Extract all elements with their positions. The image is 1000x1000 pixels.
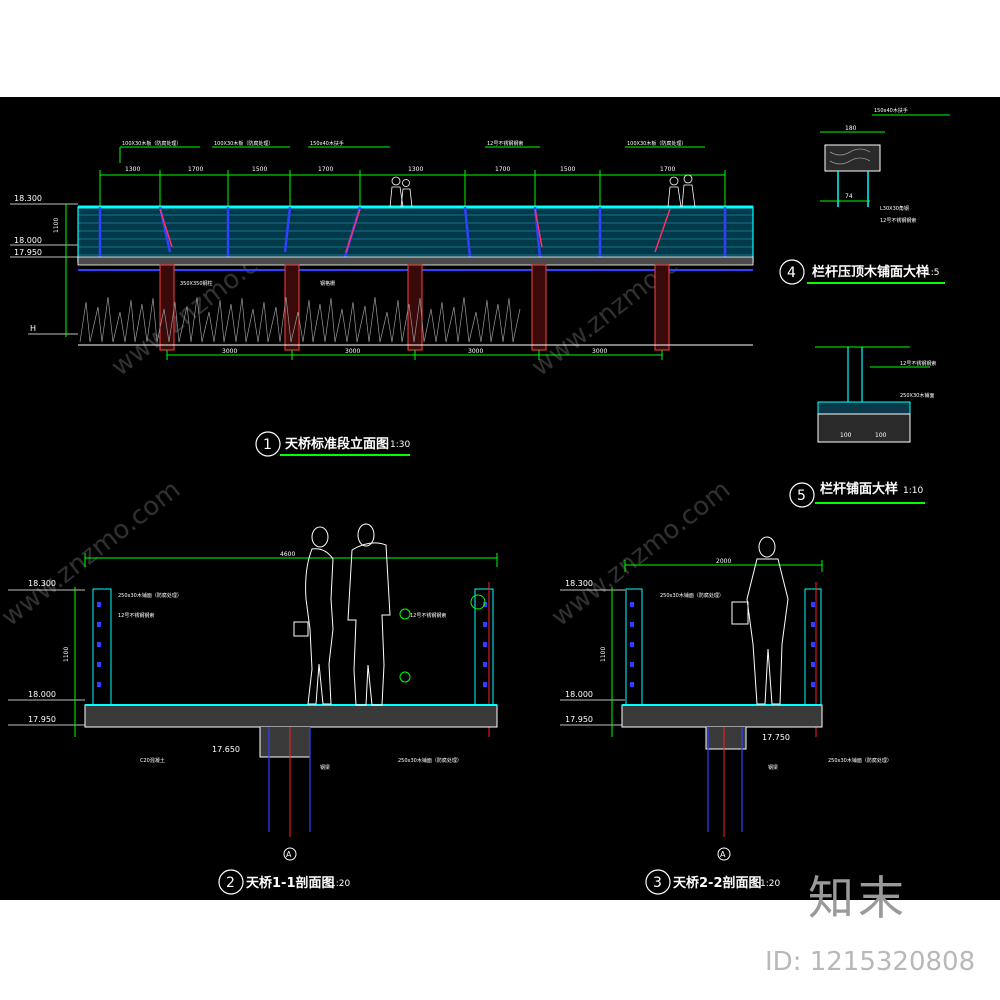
deck-slab bbox=[77, 256, 754, 266]
detail-note: 150x40木扶手 bbox=[874, 107, 908, 114]
drawing-scale: 1:30 bbox=[390, 440, 410, 450]
railing-body bbox=[77, 206, 754, 263]
elevation-note: 100X30木板（防腐处理） bbox=[122, 140, 181, 147]
level-label: 17.950 bbox=[565, 715, 593, 724]
detail-note: L30X30角钢 bbox=[880, 205, 909, 212]
handrail-section bbox=[824, 144, 881, 172]
elevation-note: 150x40木扶手 bbox=[310, 140, 344, 147]
elevation-note: 12号不锈钢钢索 bbox=[487, 140, 523, 147]
level-label: 18.300 bbox=[565, 579, 593, 588]
grass-hatch bbox=[79, 296, 521, 343]
section-note: 250x30木铺面（防腐处理） bbox=[118, 592, 182, 599]
drawing-number: 1 bbox=[263, 437, 272, 453]
top-dimension: 1300 bbox=[408, 166, 423, 173]
level-label: 18.000 bbox=[28, 690, 56, 699]
bottom-dimension: 3000 bbox=[468, 348, 483, 355]
axis-label: A bbox=[720, 850, 726, 859]
level-label: 18.300 bbox=[14, 194, 42, 203]
height-dimension: 1100 bbox=[600, 647, 607, 662]
cad-drawing-svg: www.znzmo.com www.znzmo.com www.znzmo.co… bbox=[0, 107, 950, 895]
section-note: 钢梁 bbox=[768, 764, 778, 771]
section-1-1: 4600 18.300 18.000 17.950 1100 17.650 A … bbox=[8, 523, 498, 895]
level-label: 18.000 bbox=[14, 236, 42, 245]
section-note: 钢梁 bbox=[320, 764, 330, 771]
drawing-title: 天桥标准段立面图 bbox=[285, 436, 389, 452]
drawing-number: 2 bbox=[226, 875, 235, 891]
drawing-scale: 1:10 bbox=[903, 486, 923, 496]
detail-dimension: 74 bbox=[845, 193, 853, 200]
elevation-notes: 100X30木板（防腐处理） 100X30木板（防腐处理） 150x40木扶手 … bbox=[119, 140, 705, 163]
top-dimension-ticks bbox=[99, 170, 726, 207]
detail-note: 250X30木铺面 bbox=[900, 392, 934, 399]
section-note: C20混凝土 bbox=[140, 757, 165, 764]
drawing-title: 栏杆压顶木铺面大样 bbox=[812, 264, 929, 280]
drawing-title: 栏杆铺面大样 bbox=[820, 481, 898, 497]
column-note: 钢格栅 bbox=[320, 280, 335, 287]
height-dimension: 1100 bbox=[53, 218, 60, 233]
section-width-dimension: 4600 bbox=[280, 551, 295, 558]
detail-dimension: 180 bbox=[845, 125, 857, 132]
section-note: 12号不锈钢钢索 bbox=[410, 612, 446, 619]
elevation-drawing: 1300 1700 1500 1700 1300 1700 1500 1700 … bbox=[10, 140, 754, 457]
axis-label: A bbox=[286, 850, 292, 859]
height-dimension: 1100 bbox=[63, 647, 70, 662]
drawing-scale: 1:20 bbox=[330, 879, 350, 889]
elevation-title: 1 天桥标准段立面图 1:30 bbox=[255, 431, 410, 457]
level-label: 18.300 bbox=[28, 579, 56, 588]
top-dimension: 1300 bbox=[125, 166, 140, 173]
section-2-2: 2000 18.300 18.000 17.950 1100 17.750 A … bbox=[560, 536, 892, 895]
detail-4: 180 150x40木扶手 74 L30X30角钢 12号不锈钢钢索 4 栏杆压… bbox=[779, 107, 950, 285]
person-figure bbox=[731, 536, 789, 705]
bottom-dimension: 3000 bbox=[592, 348, 607, 355]
level-label: H bbox=[30, 324, 36, 333]
watermark-text: www.znzmo.com bbox=[546, 475, 736, 633]
bottom-dimension: 3000 bbox=[345, 348, 360, 355]
image-id-label: ID: 1215320808 bbox=[765, 947, 976, 977]
elevation-note: 100X30木板（防腐处理） bbox=[627, 140, 686, 147]
drawing-scale: 1:5 bbox=[925, 268, 939, 278]
brand-logo: 知末 bbox=[808, 871, 908, 925]
level-label: 17.950 bbox=[14, 248, 42, 257]
top-dimension: 1700 bbox=[318, 166, 333, 173]
person-figure bbox=[293, 523, 391, 706]
detail-dimension: 100 bbox=[875, 432, 887, 439]
elevation-levels: 18.300 18.000 17.950 H 1100 bbox=[10, 194, 78, 337]
level-label: 17.750 bbox=[762, 733, 790, 742]
top-dimension: 1500 bbox=[560, 166, 575, 173]
detail-note: 12号不锈钢钢索 bbox=[880, 217, 916, 224]
watermark-layer: www.znzmo.com www.znzmo.com www.znzmo.co… bbox=[0, 225, 736, 633]
section-note: 250x30木铺面（防腐处理） bbox=[660, 592, 724, 599]
elevation-note: 100X30木板（防腐处理） bbox=[214, 140, 273, 147]
drawing-number: 5 bbox=[797, 488, 806, 504]
detail-5: 12号不锈钢钢索 250X30木铺面 100 100 5 栏杆铺面大样 1:10 bbox=[789, 346, 936, 508]
detail-dimension: 100 bbox=[840, 432, 852, 439]
section-width-dimension: 2000 bbox=[716, 558, 731, 565]
drawing-title: 天桥1-1剖面图 bbox=[246, 875, 335, 891]
drawing-number: 4 bbox=[787, 265, 796, 281]
section-note: 250x30木铺面（防腐处理） bbox=[828, 757, 892, 764]
person-figure bbox=[389, 174, 696, 208]
level-label: 17.650 bbox=[212, 745, 240, 754]
top-dimension: 1700 bbox=[495, 166, 510, 173]
column-note: 350X350钢柱 bbox=[180, 280, 213, 287]
cad-drawing-canvas: www.znzmo.com www.znzmo.com www.znzmo.co… bbox=[0, 97, 1000, 900]
level-label: 18.000 bbox=[565, 690, 593, 699]
drawing-title: 天桥2-2剖面图 bbox=[673, 875, 762, 891]
section-note: 250x30木铺面（防腐处理） bbox=[398, 757, 462, 764]
detail-note: 12号不锈钢钢索 bbox=[900, 360, 936, 367]
support-columns bbox=[159, 264, 670, 351]
top-dimension: 1700 bbox=[660, 166, 675, 173]
bottom-dimension: 3000 bbox=[222, 348, 237, 355]
drawing-number: 3 bbox=[653, 875, 662, 891]
level-label: 17.950 bbox=[28, 715, 56, 724]
drawing-scale: 1:20 bbox=[760, 879, 780, 889]
section-note: 12号不锈钢钢索 bbox=[118, 612, 154, 619]
top-dimension: 1700 bbox=[188, 166, 203, 173]
top-dimension: 1500 bbox=[252, 166, 267, 173]
